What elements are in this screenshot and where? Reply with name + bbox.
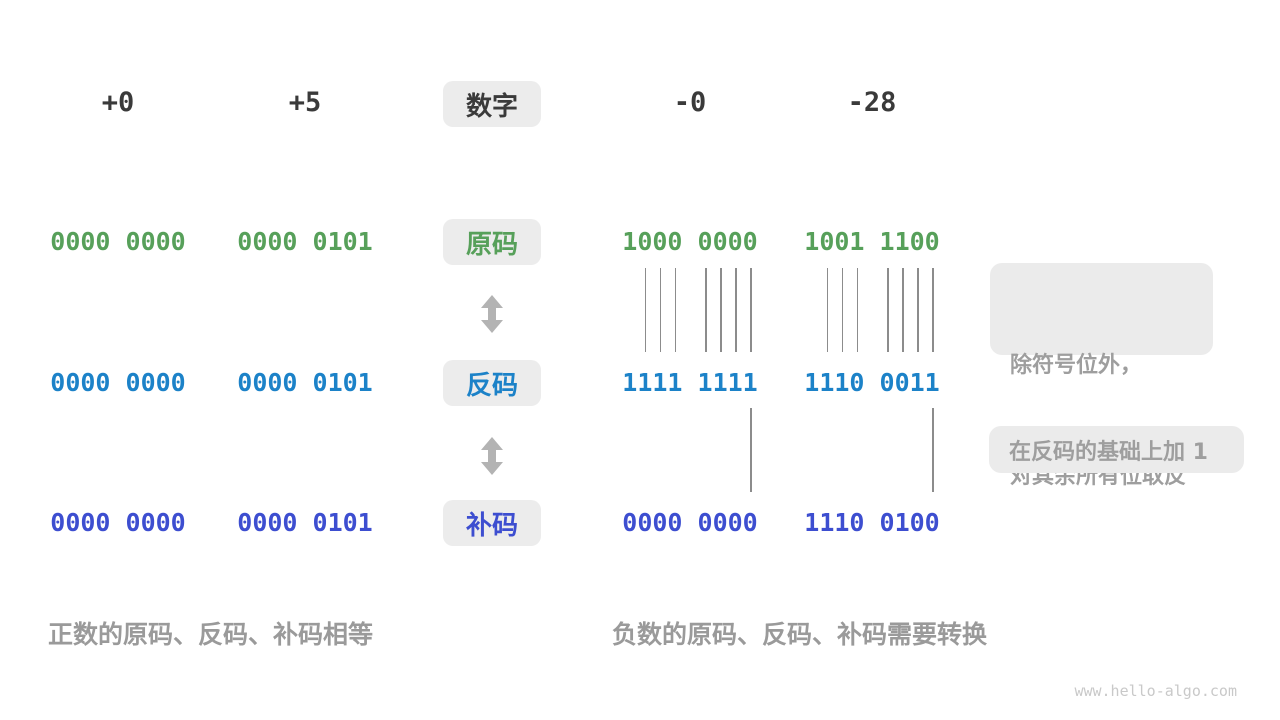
- twos-complement-badge: 补码: [443, 500, 541, 546]
- watermark: www.hello-algo.com: [1074, 682, 1237, 700]
- invert-connector-line: [856, 268, 859, 352]
- ones-complement-badge: 反码: [443, 360, 541, 406]
- updown-arrow-icon: [481, 437, 503, 475]
- invert-bits-note: 除符号位外， 对其余所有位取反: [990, 263, 1213, 489]
- invert-connector-line: [705, 268, 707, 352]
- add-one-note: 在反码的基础上加 1: [989, 426, 1244, 473]
- twos-complement-binary: 0000 0000: [622, 508, 758, 537]
- decimal-value-minus-28: -28: [847, 87, 897, 118]
- plus-one-connector-line: [750, 408, 752, 492]
- decimal-value-plus-5: +5: [288, 87, 322, 118]
- updown-arrow-icon: [481, 295, 503, 333]
- ones-complement-binary: 1111 1111: [622, 368, 758, 397]
- invert-connector-line: [841, 268, 844, 352]
- invert-connector-line: [750, 268, 752, 352]
- add-one-note-line: 在反码的基础上加 1: [1009, 439, 1208, 465]
- decimal-value-minus-0: -0: [673, 87, 707, 118]
- decimal-value-plus-0: +0: [101, 87, 135, 118]
- twos-complement-binary: 1110 0100: [804, 508, 940, 537]
- positive-numbers-caption: 正数的原码、反码、补码相等: [48, 620, 374, 649]
- negative-numbers-caption: 负数的原码、反码、补码需要转换: [612, 620, 988, 649]
- sign-magnitude-binary: 1001 1100: [804, 227, 940, 256]
- invert-connector-line: [735, 268, 737, 352]
- invert-connector-line: [917, 268, 919, 352]
- invert-connector-line: [887, 268, 889, 352]
- sign-magnitude-binary: 1000 0000: [622, 227, 758, 256]
- invert-connector-line: [644, 268, 647, 352]
- ones-complement-binary: 0000 0101: [237, 368, 373, 397]
- invert-connector-line: [902, 268, 904, 352]
- ones-complement-binary: 1110 0011: [804, 368, 940, 397]
- numbers-badge: 数字: [443, 81, 541, 127]
- twos-complement-binary: 0000 0101: [237, 508, 373, 537]
- invert-connector-line: [720, 268, 722, 352]
- invert-connector-line: [659, 268, 662, 352]
- plus-one-connector-line: [932, 408, 934, 492]
- twos-complement-binary: 0000 0000: [50, 508, 186, 537]
- invert-connector-line: [826, 268, 829, 352]
- invert-bits-note-line: 除符号位外，: [1010, 353, 1143, 378]
- sign-magnitude-binary: 0000 0000: [50, 227, 186, 256]
- invert-connector-line: [932, 268, 934, 352]
- sign-magnitude-badge: 原码: [443, 219, 541, 265]
- sign-magnitude-binary: 0000 0101: [237, 227, 373, 256]
- ones-complement-binary: 0000 0000: [50, 368, 186, 397]
- invert-connector-line: [674, 268, 677, 352]
